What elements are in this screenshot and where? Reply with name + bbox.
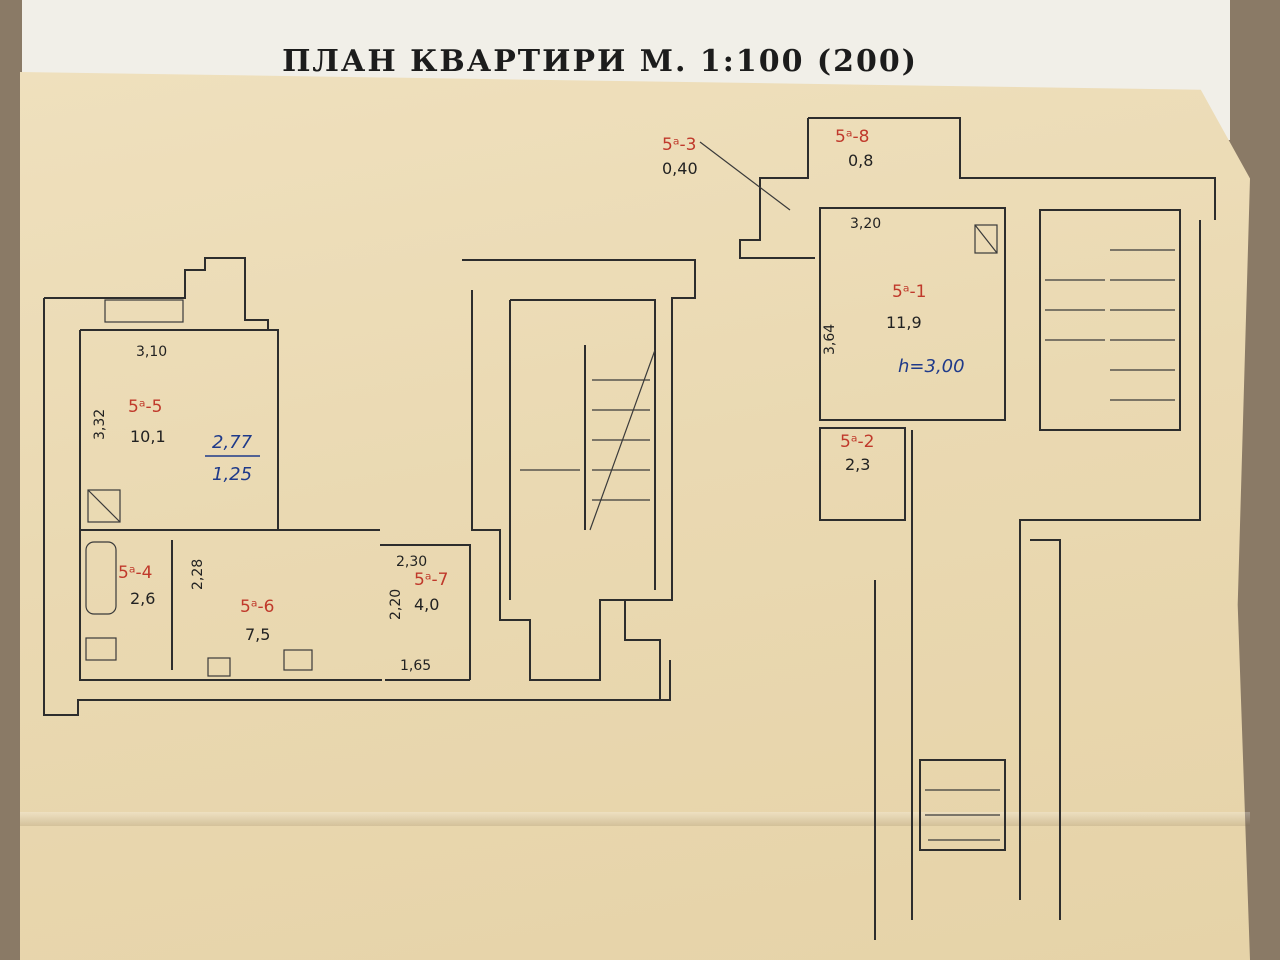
- tracing-paper: [20, 72, 1250, 960]
- room-id-6: 5ᵃ-6: [240, 597, 274, 617]
- right-block-walls: [699, 117, 1216, 940]
- room-area-4: 2,6: [130, 589, 155, 608]
- room-area-7: 4,0: [414, 595, 439, 614]
- dim-1-65: 1,65: [400, 658, 431, 674]
- dim-3-10: 3,10: [136, 344, 167, 360]
- room-area-2: 2,3: [845, 455, 870, 474]
- room-id-2: 5ᵃ-2: [840, 432, 874, 452]
- dim-3-64: 3,64: [822, 324, 838, 355]
- room-id-3: 5ᵃ-3: [662, 135, 696, 155]
- room-area-6: 7,5: [245, 625, 270, 644]
- room-id-4: 5ᵃ-4: [118, 563, 152, 583]
- height-room5-top: 2,77: [212, 432, 253, 453]
- height-room5-bottom: 1,25: [212, 464, 252, 485]
- room-area-8: 0,8: [848, 151, 873, 170]
- dim-3-20: 3,20: [850, 216, 881, 232]
- dim-2-28: 2,28: [190, 559, 206, 590]
- dim-2-20: 2,20: [388, 589, 404, 620]
- room-id-8: 5ᵃ-8: [835, 127, 869, 147]
- room-id-5: 5ᵃ-5: [128, 397, 162, 417]
- left-block-walls: [43, 257, 671, 716]
- middle-stairwell: [462, 259, 696, 700]
- dim-3-32: 3,32: [92, 409, 108, 440]
- room-id-7: 5ᵃ-7: [414, 570, 448, 590]
- room-area-3: 0,40: [662, 159, 698, 178]
- height-room1: h=3,00: [898, 356, 965, 377]
- room-id-1: 5ᵃ-1: [892, 282, 926, 302]
- plan-title: ПЛАН КВАРТИРИ М. 1:100 (200): [282, 44, 918, 79]
- room-area-1: 11,9: [886, 313, 922, 332]
- dim-2-30: 2,30: [396, 554, 427, 570]
- room-area-5: 10,1: [130, 427, 166, 446]
